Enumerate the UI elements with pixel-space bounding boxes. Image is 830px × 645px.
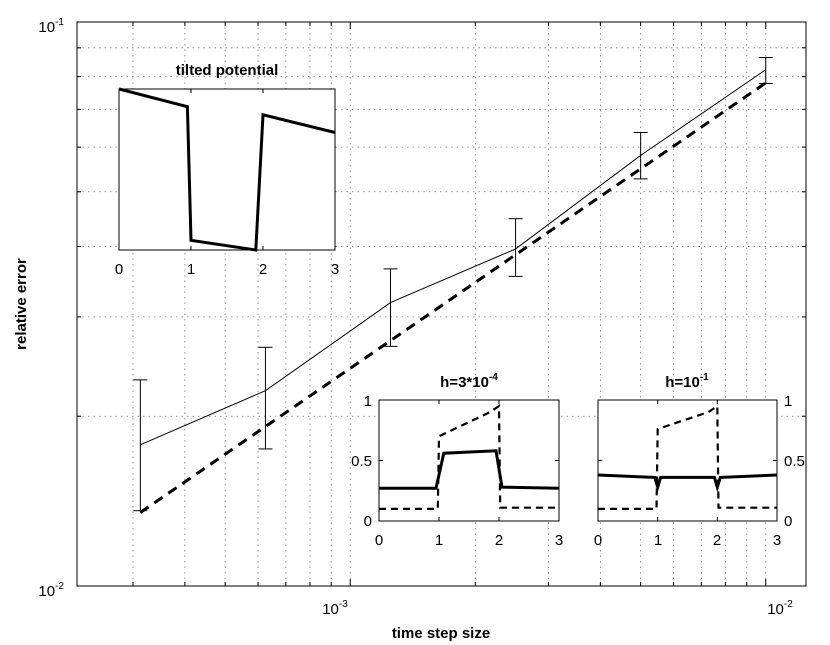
inset2-y-tick-1: 1 bbox=[364, 393, 372, 410]
inset2-tick-marks bbox=[378, 399, 560, 522]
inset-line-solid bbox=[379, 449, 560, 490]
main-plot-frame bbox=[76, 21, 807, 587]
x-tick-label-1e-3: 10-3 bbox=[322, 599, 348, 618]
y-tick-label-1e-1: 10-1 bbox=[38, 17, 64, 36]
x-axis-label: time step size bbox=[392, 625, 490, 642]
inset-line-solid bbox=[597, 473, 778, 493]
main-series bbox=[133, 57, 773, 514]
inset-line-dashed bbox=[379, 404, 559, 510]
inset-title-h-1e-1: h=10-1 bbox=[665, 372, 709, 391]
inset3-y-tick-0-5: 0.5 bbox=[784, 453, 805, 470]
inset3-series bbox=[597, 404, 778, 510]
inset2-series bbox=[379, 404, 560, 510]
inset3-x-tick-0: 0 bbox=[594, 532, 602, 549]
y-axis-label: relative error bbox=[13, 258, 30, 350]
series-line-dashed bbox=[139, 81, 767, 514]
inset3-tick-marks bbox=[597, 399, 778, 522]
inset2-x-tick-0: 0 bbox=[375, 532, 383, 549]
series-line-solid bbox=[140, 69, 766, 446]
inset1-x-tick-labels: 0 1 2 3 bbox=[115, 261, 339, 278]
inset3-x-tick-3: 3 bbox=[773, 532, 781, 549]
inset-line-solid bbox=[118, 87, 336, 252]
inset2-y-tick-labels: 0 0.5 1 bbox=[351, 393, 372, 530]
inset3-y-tick-labels: 0 0.5 1 bbox=[784, 393, 805, 530]
inset1-x-tick-0: 0 bbox=[115, 261, 123, 278]
main-x-tick-labels: 10-3 10-2 bbox=[322, 599, 793, 618]
inset2-y-tick-0-5: 0.5 bbox=[351, 453, 372, 470]
inset3-x-tick-labels: 0 1 2 3 bbox=[594, 532, 781, 549]
y-tick-label-1e-2: 10-2 bbox=[38, 581, 64, 600]
x-tick-label-1e-2: 10-2 bbox=[767, 599, 793, 618]
inset1-x-tick-2: 2 bbox=[259, 261, 267, 278]
inset-h-1e-1: h=10-1 0 1 2 3 0 0.5 1 bbox=[594, 372, 805, 549]
inset2-x-tick-1: 1 bbox=[435, 532, 443, 549]
inset2-y-tick-0: 0 bbox=[364, 513, 372, 530]
inset1-x-tick-1: 1 bbox=[187, 261, 195, 278]
inset1-series bbox=[118, 87, 336, 252]
main-tick-marks bbox=[77, 21, 806, 587]
inset-line-dashed bbox=[598, 404, 777, 510]
inset1-frame bbox=[118, 88, 336, 251]
inset1-tick-marks bbox=[118, 89, 336, 250]
inset1-x-tick-3: 3 bbox=[331, 261, 339, 278]
inset3-y-tick-0: 0 bbox=[784, 513, 792, 530]
inset2-x-tick-2: 2 bbox=[495, 532, 503, 549]
inset-title-tilted-potential: tilted potential bbox=[176, 62, 279, 79]
inset2-x-tick-3: 3 bbox=[555, 532, 563, 549]
inset2-x-tick-labels: 0 1 2 3 bbox=[375, 532, 563, 549]
main-y-tick-labels: 10-2 10-1 bbox=[38, 17, 64, 600]
inset3-x-tick-1: 1 bbox=[654, 532, 662, 549]
inset3-y-tick-1: 1 bbox=[784, 393, 792, 410]
inset-h-3e-4: h=3*10-4 0 1 2 3 0 0.5 1 bbox=[351, 372, 563, 549]
inset3-x-tick-2: 2 bbox=[713, 532, 721, 549]
inset-title-h-3e-4: h=3*10-4 bbox=[440, 372, 498, 391]
inset-tilted-potential: tilted potential 0 1 2 3 bbox=[115, 62, 339, 278]
